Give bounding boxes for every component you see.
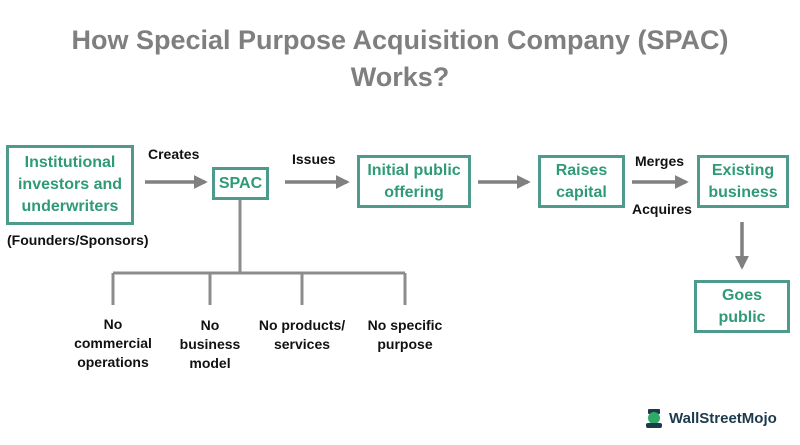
branch-3-line-1: No products/ bbox=[258, 317, 346, 333]
investors-line-2: investors and bbox=[17, 176, 123, 193]
branch-1-line-3: operations bbox=[77, 354, 149, 370]
goes-public-line-1: Goes bbox=[721, 286, 762, 304]
branch-no-specific-purpose: No specific purpose bbox=[358, 316, 452, 354]
capital-line-2: capital bbox=[556, 183, 607, 201]
ipo-line-2: offering bbox=[384, 183, 444, 201]
branch-no-commercial-operations: No commercial operations bbox=[68, 315, 158, 372]
spac-label: SPAC bbox=[218, 174, 263, 192]
label-creates: Creates bbox=[148, 146, 200, 162]
wallstreetmojo-logo: WallStreetMojo bbox=[643, 407, 777, 429]
goes-public-line-2: public bbox=[718, 308, 766, 326]
branch-1-line-1: No bbox=[103, 316, 123, 332]
business-line-1: Existing bbox=[711, 161, 775, 179]
investors-box: Institutional investors and underwriters bbox=[6, 145, 134, 225]
branch-no-products-services: No products/ services bbox=[250, 316, 354, 354]
capital-line-1: Raises bbox=[555, 161, 608, 179]
branch-2-line-2: business bbox=[179, 336, 241, 352]
logo-text: WallStreetMojo bbox=[669, 409, 777, 427]
spac-box: SPAC bbox=[212, 167, 269, 200]
spac-branch-tree bbox=[111, 198, 407, 305]
page-title: How Special Purpose Acquisition Company … bbox=[0, 22, 800, 96]
investors-line-1: Institutional bbox=[24, 154, 116, 171]
goes-public-box: Goes public bbox=[694, 280, 790, 333]
branch-4-line-2: purpose bbox=[377, 336, 433, 352]
branch-1-line-2: commercial bbox=[74, 335, 152, 351]
title-line-2: Works? bbox=[350, 62, 450, 92]
label-founders: (Founders/Sponsors) bbox=[7, 232, 149, 248]
mojo-mascot-icon bbox=[646, 409, 662, 428]
investors-line-3: underwriters bbox=[21, 198, 119, 215]
branch-4-line-1: No specific bbox=[367, 317, 443, 333]
label-merges: Merges bbox=[635, 153, 685, 169]
label-acquires: Acquires bbox=[632, 201, 692, 217]
branch-2-line-3: model bbox=[189, 355, 231, 371]
title-line-1: How Special Purpose Acquisition Company … bbox=[71, 25, 729, 55]
ipo-line-1: Initial public bbox=[367, 161, 461, 179]
business-box: Existing business bbox=[697, 155, 789, 208]
capital-box: Raises capital bbox=[538, 155, 625, 208]
branch-3-line-2: services bbox=[273, 336, 331, 352]
branch-2-line-1: No bbox=[200, 317, 220, 333]
branch-no-business-model: No business model bbox=[170, 316, 250, 373]
business-line-2: business bbox=[708, 183, 778, 201]
label-issues: Issues bbox=[292, 151, 336, 167]
ipo-box: Initial public offering bbox=[357, 155, 471, 208]
